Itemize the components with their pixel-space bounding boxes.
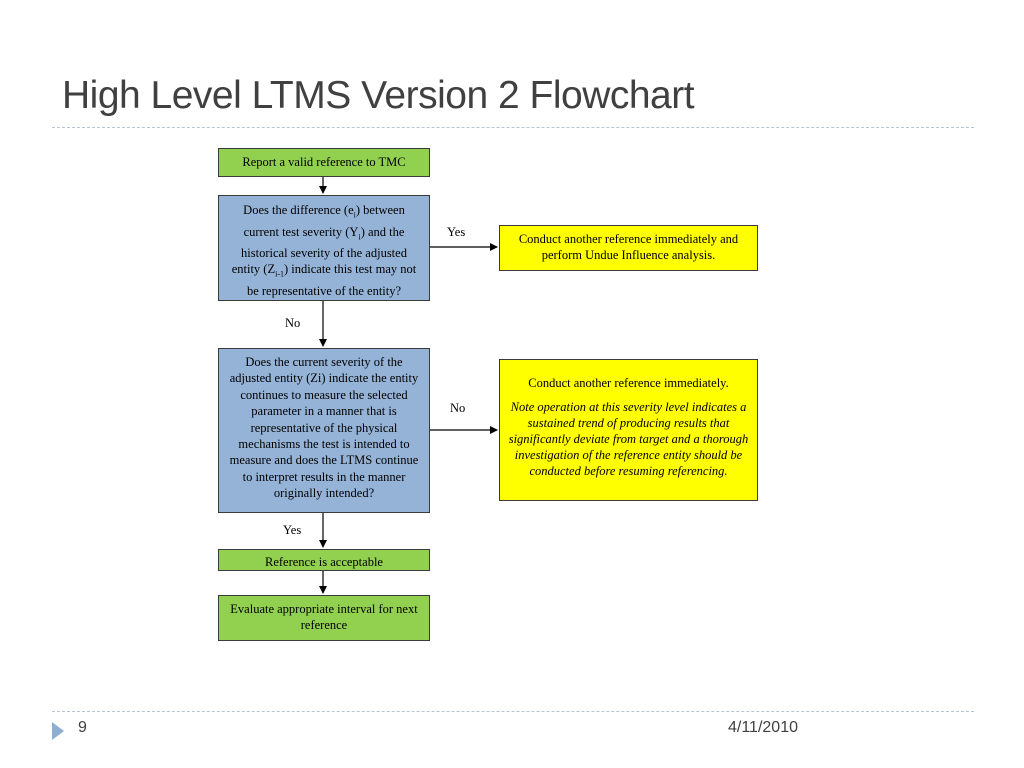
step-report-reference-label: Report a valid reference to TMC [242, 155, 406, 169]
title-divider [52, 127, 974, 128]
decision-severity-representative: Does the current severity of the adjuste… [218, 348, 430, 513]
decision2-label: Does the current severity of the adjuste… [229, 355, 419, 501]
step-reference-acceptable: Reference is acceptable [218, 549, 430, 571]
footer-bullet-icon [52, 722, 64, 740]
no-label-2: No [450, 401, 466, 415]
decision1-sub-a: i [353, 210, 356, 220]
yes-label-1: Yes [447, 225, 466, 239]
action-investigate-reference: Conduct another reference immediately. N… [499, 359, 758, 501]
decision1-text-b: ) between current test severity (Y [243, 203, 405, 239]
decision1-text-a: Does the difference (e [243, 203, 354, 217]
decision1-text-d: ) indicate this test may not be represen… [246, 262, 417, 298]
action1-label: Conduct another reference immediately an… [518, 232, 739, 262]
decision1-sub-c: i-1 [275, 269, 284, 279]
yes-label-2: Yes [283, 523, 302, 537]
decision1-sub-b: i [358, 232, 361, 241]
slide-title: High Level LTMS Version 2 Flowchart [62, 74, 695, 117]
decision-difference-representative: Does the difference (ei) between current… [218, 195, 430, 301]
step-report-reference: Report a valid reference to TMC [218, 148, 430, 177]
footer-divider [52, 711, 974, 712]
page-number: 9 [78, 719, 87, 736]
decision1-text-c: ) and the historical severity of the adj… [231, 224, 407, 277]
step-evaluate-interval: Evaluate appropriate interval for next r… [218, 595, 430, 641]
no-label-1: No [285, 316, 301, 330]
action2-main-label: Conduct another reference immediately. [528, 376, 729, 390]
step2-label: Reference is acceptable [265, 555, 383, 569]
action2-note: Note operation at this severity level in… [508, 400, 749, 478]
step3-label: Evaluate appropriate interval for next r… [230, 602, 418, 632]
action-undue-influence: Conduct another reference immediately an… [499, 225, 758, 271]
slide-date: 4/11/2010 [728, 719, 798, 736]
